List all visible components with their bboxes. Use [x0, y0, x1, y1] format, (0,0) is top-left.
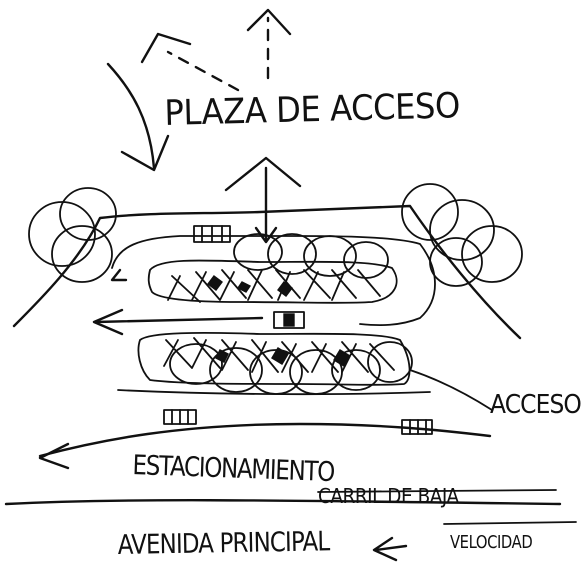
left-arrow-middle [92, 308, 264, 336]
tree-cluster-right [401, 183, 523, 287]
parking-loop [110, 235, 436, 396]
parking-stalls-lower [163, 337, 395, 373]
dashed-up-arrow [246, 8, 292, 80]
dashed-diagonal-arrow [140, 32, 240, 92]
site-boundary [12, 204, 522, 340]
tree-cluster-left [28, 187, 117, 283]
acceso-label: ACCESO [490, 390, 582, 420]
acceso-road [38, 369, 493, 470]
curved-left-arrow [106, 62, 170, 172]
plaza-de-acceso-label: PLAZA DE ACCESO [163, 86, 461, 134]
velocidad-label: VELOCIDAD [450, 532, 533, 553]
center-up-arrow [224, 156, 302, 244]
avenida-principal-label: AVENIDA PRINCIPAL [117, 526, 330, 561]
tree-canopy-row [169, 233, 413, 395]
road-lines [4, 489, 577, 562]
building-block-icons [163, 225, 433, 435]
parking-stalls-upper [167, 269, 381, 303]
carril-de-baja-label: CARRIL DE BAJA [318, 484, 459, 508]
